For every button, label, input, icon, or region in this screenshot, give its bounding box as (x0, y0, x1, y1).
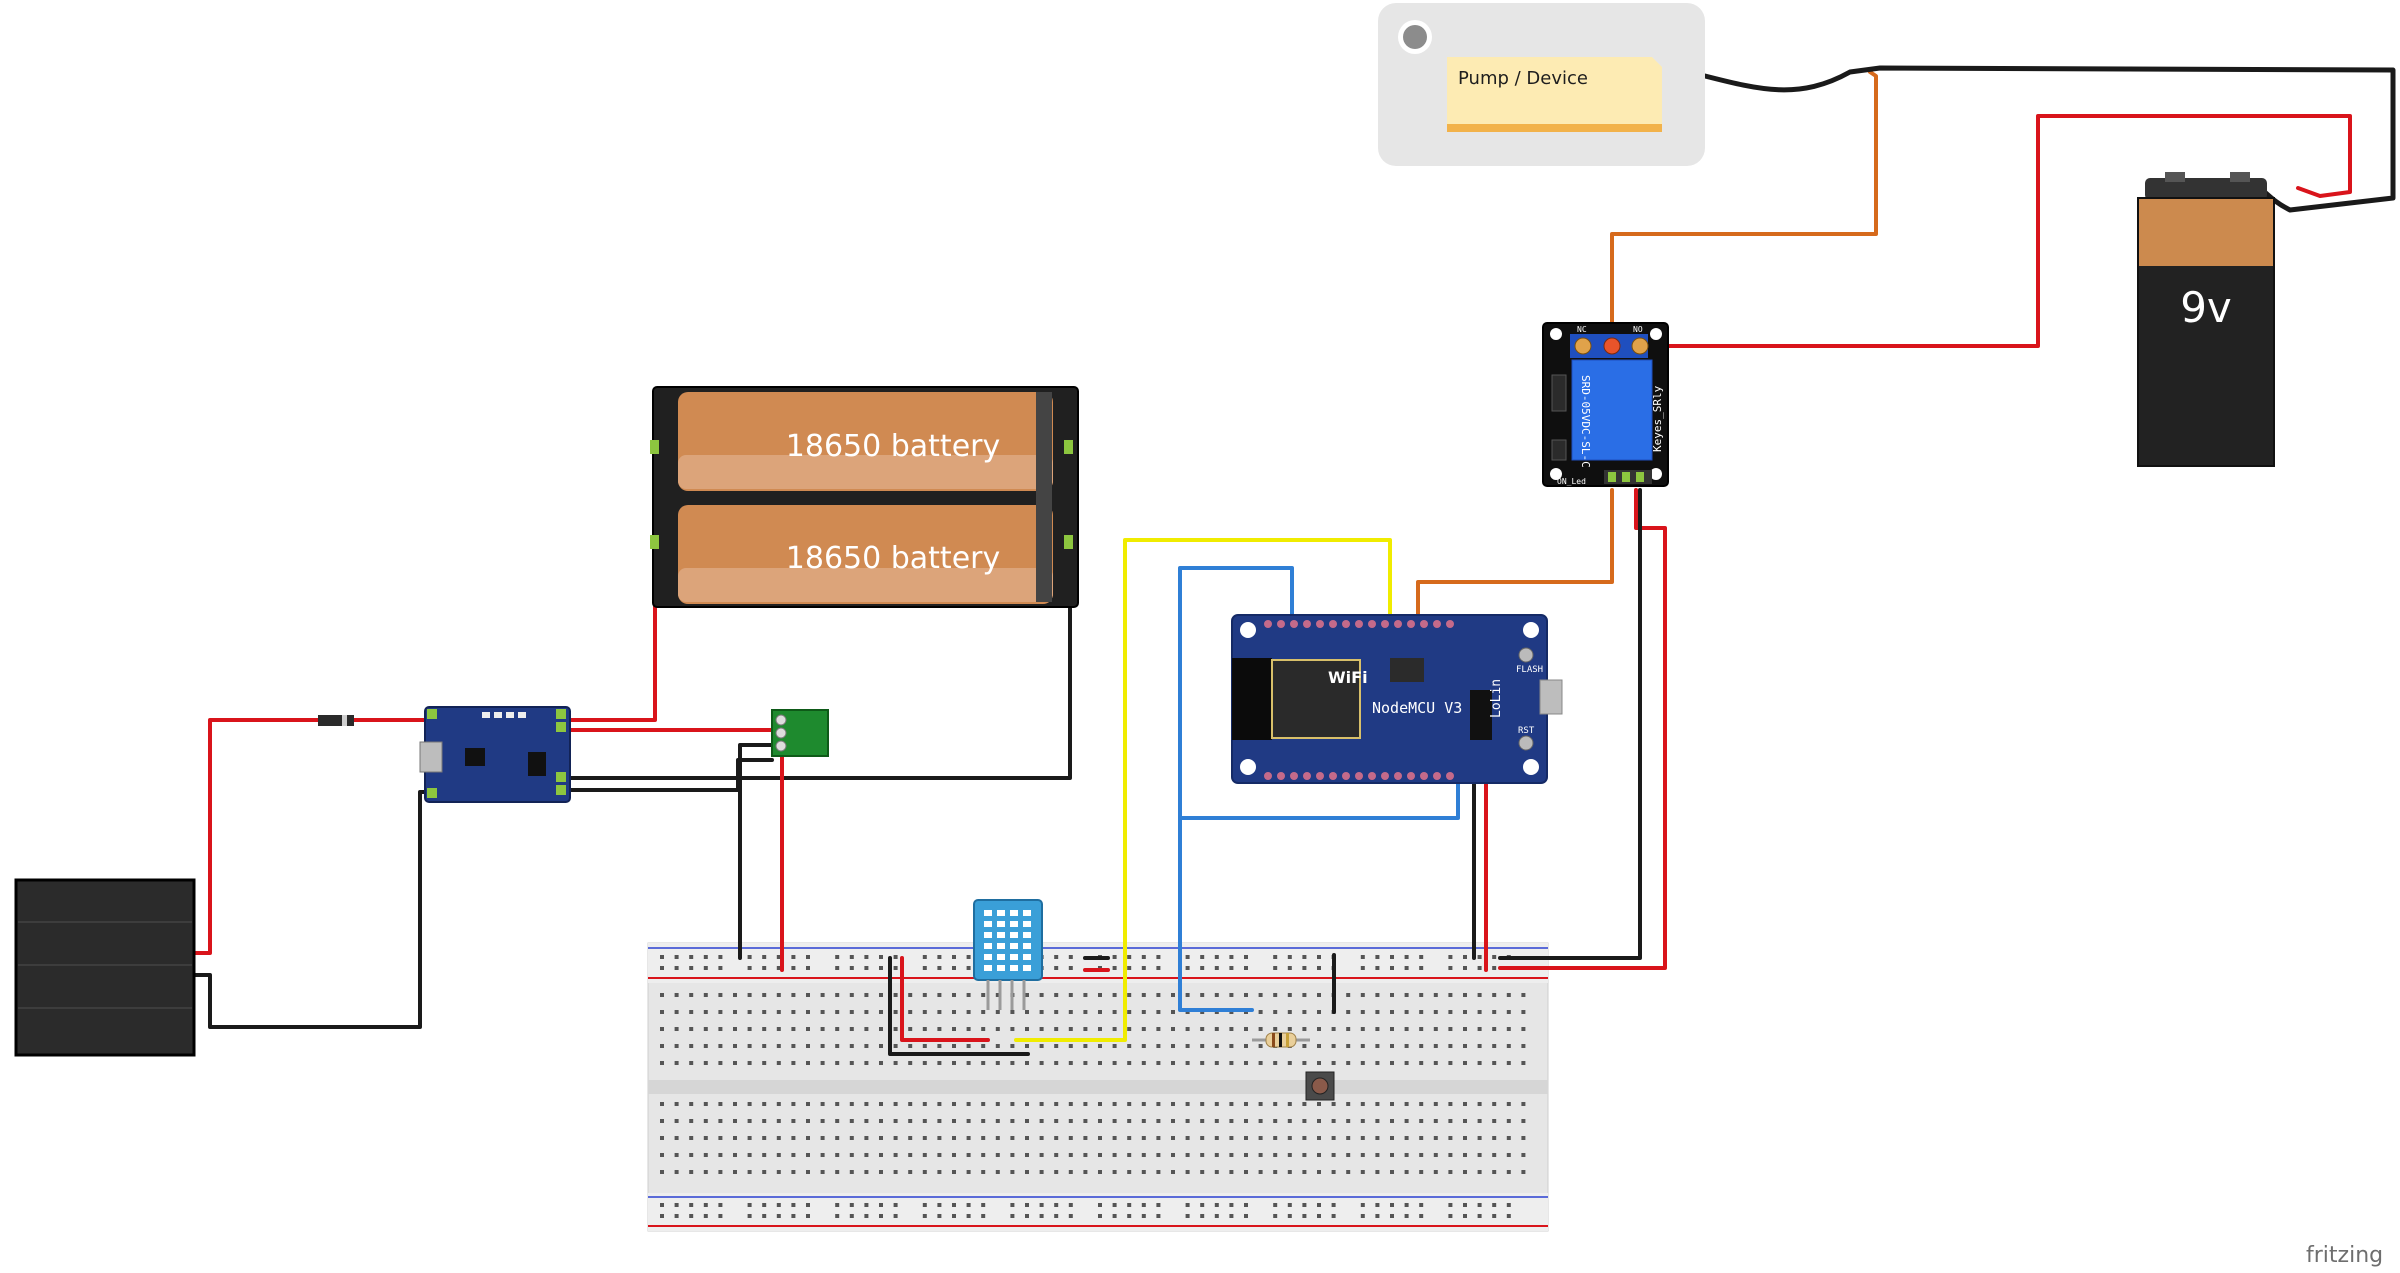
wire-blue-bottom (1178, 776, 1460, 820)
rst-label: RST (1518, 726, 1535, 736)
wire-data-yellow (1014, 538, 1392, 1042)
battery-holder: 18650 battery 18650 battery (650, 386, 1079, 608)
wire-pump-cable (1702, 65, 2396, 213)
wire-blue-top (1178, 566, 1294, 1012)
nodemcu-board: WiFi NodeMCU V3 LoLin FLASH RST (1231, 614, 1563, 784)
wire-orange-load (1610, 70, 1878, 352)
wire-nine-volt-pos (1646, 114, 2352, 348)
breadboard (647, 942, 1549, 1232)
wire-dht-red (900, 956, 990, 1042)
wire-solar-negative (192, 790, 430, 1029)
nodemcu-title: NodeMCU V3 (1372, 699, 1462, 717)
wire-relay-vcc (1498, 488, 1667, 970)
charger-module (419, 706, 571, 803)
fritzing-watermark: fritzing (2306, 1243, 2383, 1268)
nine-volt-battery: 9v (2137, 172, 2275, 467)
relay-no-label: NO (1633, 325, 1643, 334)
battery-bottom-label: 18650 battery (786, 541, 1000, 576)
pump-device-label: Pump / Device (1458, 68, 1588, 89)
wire-relay-gnd (1498, 488, 1642, 960)
lolin-label: LoLin (1489, 679, 1504, 718)
relay-nc-label: NC (1577, 325, 1587, 334)
solar-panel-icon (14, 878, 196, 1057)
relay-brand-label: Keyes_SRly (1651, 385, 1664, 452)
boost-module (771, 709, 829, 757)
nine-volt-label: 9v (2180, 283, 2232, 332)
wire-dht-black (888, 956, 1030, 1056)
flash-label: FLASH (1516, 665, 1543, 675)
wire-orange-signal (1416, 488, 1614, 622)
wire-solar-positive (192, 718, 324, 955)
push-button-icon (1305, 1071, 1335, 1101)
wire-boost-breadboard-neg (738, 743, 774, 960)
pump-device-icon: Pump / Device (1378, 3, 1705, 166)
relay-led-label: ON_Led (1557, 477, 1586, 486)
battery-top-label: 18650 battery (786, 429, 1000, 464)
relay-module: SRD-05VDC-SL-C Keyes_SRly NC NO ON_Led (1542, 322, 1669, 487)
resistor (1252, 1032, 1310, 1048)
wires (192, 65, 2396, 1056)
wifi-label: WiFi (1328, 668, 1368, 687)
wire-charger-battery-pos (560, 541, 662, 722)
dht-sensor-icon (973, 899, 1043, 1010)
diode (318, 715, 354, 726)
relay-model-label: SRD-05VDC-SL-C (1579, 375, 1592, 468)
